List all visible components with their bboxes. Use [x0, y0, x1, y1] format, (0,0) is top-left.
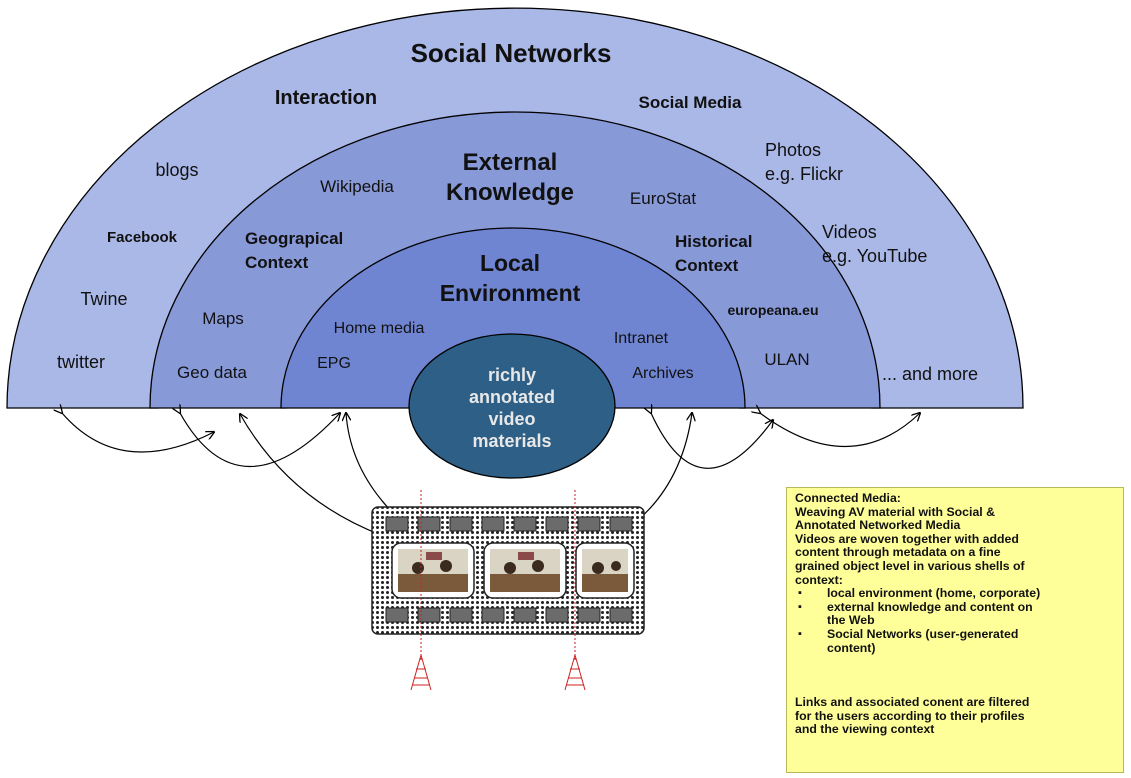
- and-more-label: ... and more: [882, 364, 978, 384]
- film-frame-1: [391, 542, 475, 599]
- interaction-label: Interaction: [275, 87, 377, 109]
- film-strip: [371, 506, 645, 635]
- epg-label: EPG: [317, 355, 351, 372]
- videos-example-label: e.g. YouTube: [822, 246, 927, 266]
- home-media-label: Home media: [334, 320, 425, 337]
- blogs-label: blogs: [155, 160, 198, 180]
- social-networks-title: Social Networks: [411, 38, 612, 68]
- videos-label: Videos: [822, 222, 877, 242]
- note-bullet-local: local environment (home, corporate): [795, 586, 1117, 601]
- photos-example-label: e.g. Flickr: [765, 164, 843, 184]
- note-bullet-list: local environment (home, corporate) exte…: [795, 586, 1117, 655]
- local-environment-title-line2: Environment: [440, 280, 581, 306]
- connected-media-note: Connected Media: Weaving AV material wit…: [786, 487, 1124, 773]
- facebook-label: Facebook: [107, 229, 178, 246]
- connector-archives-ulan: [651, 413, 773, 469]
- core-label-line2: annotated: [469, 387, 555, 407]
- connector-ulan-more: [760, 413, 920, 448]
- geo-data-label: Geo data: [177, 363, 247, 382]
- note-body-line2: content through metadata on a fine: [795, 545, 1001, 560]
- note-title-line3: Annotated Networked Media: [795, 518, 961, 533]
- video-materials-core: [408, 333, 616, 479]
- connector-film-epg: [346, 413, 396, 516]
- historical-context-line2: Context: [675, 256, 739, 275]
- connector-twitter-maps: [62, 413, 214, 453]
- note-title-line2: Weaving AV material with Social &: [795, 504, 995, 519]
- note-footer-line1: Links and associated conent are filtered: [795, 695, 1030, 710]
- core-label-line3: video: [488, 409, 535, 429]
- geographical-context-line1: Geograpical: [245, 229, 343, 248]
- twitter-label: twitter: [57, 352, 105, 372]
- note-footer-line3: and the viewing context: [795, 722, 935, 737]
- photos-label: Photos: [765, 140, 821, 160]
- external-knowledge-title-line2: Knowledge: [446, 179, 574, 206]
- film-frame-2: [483, 542, 567, 599]
- film-frame-3: [575, 542, 635, 599]
- core-label-line1: richly: [488, 365, 536, 385]
- broadcast-tower-right-icon: [564, 654, 586, 691]
- note-footer-line2: for the users according to their profile…: [795, 708, 1025, 723]
- twine-label: Twine: [80, 289, 127, 309]
- eurostat-label: EuroStat: [630, 189, 696, 208]
- europeana-label: europeana.eu: [727, 302, 818, 318]
- archives-label: Archives: [632, 365, 693, 382]
- core-label-line4: materials: [472, 431, 551, 451]
- geographical-context-line2: Context: [245, 253, 309, 272]
- historical-context-line1: Historical: [675, 232, 752, 251]
- local-environment-ring: [280, 227, 746, 409]
- note-body-line3: grained object level in various shells o…: [795, 558, 1025, 573]
- external-knowledge-title-line1: External: [463, 149, 558, 176]
- broadcast-tower-left-icon: [410, 654, 432, 691]
- intranet-label: Intranet: [614, 330, 669, 347]
- note-body-line1: Videos are woven together with added: [795, 531, 1019, 546]
- social-media-label: Social Media: [639, 93, 743, 112]
- local-environment-title-line1: Local: [480, 250, 540, 276]
- connector-geodata-epg: [180, 413, 340, 468]
- ulan-label: ULAN: [764, 350, 809, 369]
- maps-label: Maps: [202, 309, 244, 328]
- wikipedia-label: Wikipedia: [320, 177, 394, 196]
- note-title-line1: Connected Media:: [795, 491, 901, 505]
- note-body-line4: context:: [795, 572, 843, 587]
